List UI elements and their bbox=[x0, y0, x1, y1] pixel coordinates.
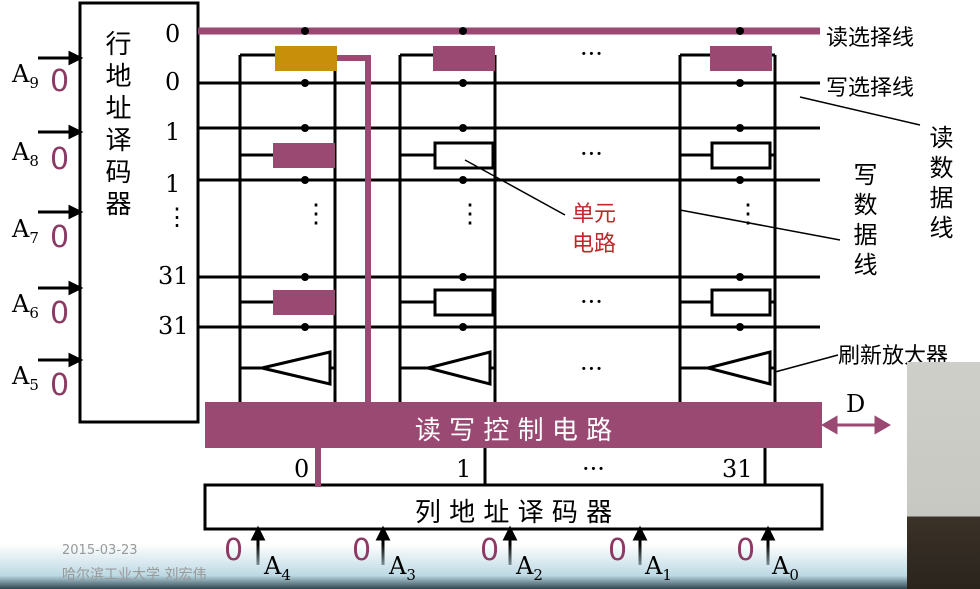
row-out: 31 bbox=[158, 262, 189, 290]
addr-A5: A5 bbox=[12, 362, 39, 394]
slide-author: 哈尔滨工业大学 刘宏伟 bbox=[62, 567, 207, 583]
dots: ··· bbox=[580, 40, 603, 68]
addr-value: 0 bbox=[50, 220, 70, 255]
addr-A4: A4 bbox=[264, 552, 291, 584]
write-select-label: 写选择线 bbox=[826, 76, 915, 101]
addr-A2: A2 bbox=[516, 552, 543, 584]
write-data-label: 写数据线 bbox=[849, 162, 877, 282]
data-label: D bbox=[846, 390, 866, 418]
addr-A1: A1 bbox=[645, 552, 672, 584]
addr-A6: A6 bbox=[12, 290, 39, 322]
addr-value: 0 bbox=[480, 533, 500, 568]
rw-control-label: 读 写 控 制 电 路 bbox=[414, 416, 613, 446]
row-out: ⋮ bbox=[165, 203, 189, 231]
addr-A0: A0 bbox=[772, 552, 799, 584]
footer-band bbox=[0, 544, 980, 589]
row-out: 0 bbox=[165, 68, 181, 96]
data-io-arrow bbox=[821, 415, 891, 435]
addr-value: 0 bbox=[224, 533, 244, 568]
addr-value: 0 bbox=[50, 368, 70, 403]
row-out: 1 bbox=[165, 118, 181, 146]
rw-control-box bbox=[205, 402, 822, 448]
dots: ··· bbox=[580, 140, 603, 168]
svg-text:⋮: ⋮ bbox=[457, 199, 483, 229]
dots: ··· bbox=[580, 355, 603, 383]
addr-value: 0 bbox=[50, 64, 70, 99]
selected-cell bbox=[275, 46, 337, 71]
addr-value: 0 bbox=[50, 142, 70, 177]
row-out: 31 bbox=[158, 312, 189, 340]
svg-text:⋮: ⋮ bbox=[735, 199, 761, 229]
addr-value: 0 bbox=[50, 296, 70, 331]
col-out: 31 bbox=[722, 455, 753, 483]
addr-A3: A3 bbox=[389, 552, 416, 584]
addr-A7: A7 bbox=[12, 215, 39, 247]
svg-text:⋮: ⋮ bbox=[303, 199, 329, 229]
row-decoder-label: 行地址译码器 bbox=[101, 30, 131, 222]
slide-date: 2015-03-23 bbox=[62, 543, 138, 558]
dots: ··· bbox=[580, 288, 603, 316]
row-out: 1 bbox=[165, 170, 181, 198]
read-select-label: 读选择线 bbox=[826, 26, 915, 51]
read-data-label: 读数据线 bbox=[925, 125, 953, 245]
col-decoder-box bbox=[203, 483, 824, 531]
video-thumbnail bbox=[907, 362, 980, 589]
addr-value: 0 bbox=[608, 533, 628, 568]
col-decoder-label: 列 地 址 译 码 器 bbox=[414, 498, 613, 528]
cell-label: 单元电路 bbox=[572, 202, 617, 257]
addr-A8: A8 bbox=[12, 138, 39, 170]
addr-value: 0 bbox=[352, 533, 372, 568]
col-out: 0 bbox=[294, 455, 310, 483]
col-out: ··· bbox=[582, 455, 605, 483]
col-out: 1 bbox=[456, 455, 472, 483]
addr-value: 0 bbox=[736, 533, 756, 568]
row-out: 0 bbox=[165, 20, 181, 48]
addr-A9: A9 bbox=[12, 60, 39, 92]
